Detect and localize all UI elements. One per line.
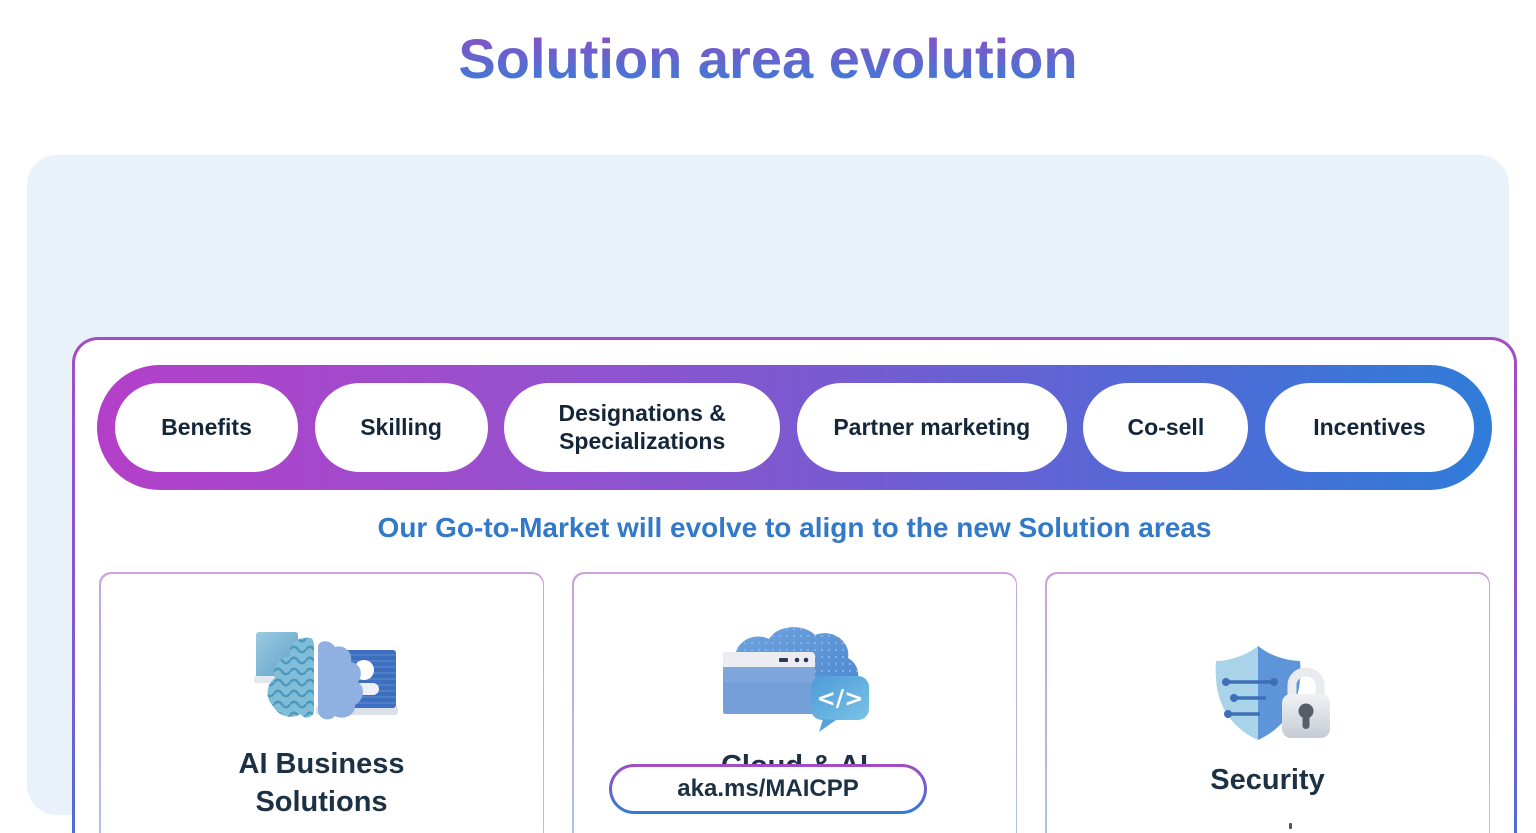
gtm-subtitle: Our Go-to-Market will evolve to align to… xyxy=(377,512,1212,543)
solution-card-ai-business: AI Business Solutions xyxy=(99,572,544,833)
program-pill-label: Skilling xyxy=(360,413,442,440)
program-pill-partner-marketing: Partner marketing xyxy=(796,383,1067,472)
inner-panel-content: Benefits Skilling Designations & Special… xyxy=(75,340,1514,833)
program-pill-label: Partner marketing xyxy=(833,413,1031,440)
cloud-code-icon: </> xyxy=(722,627,869,733)
program-pill-label: Designations & Specializations xyxy=(558,400,726,454)
cursor-artifact xyxy=(1289,823,1292,829)
brain-badge-icon xyxy=(253,632,398,720)
svg-text:</>: </> xyxy=(816,686,863,712)
aka-link-text[interactable]: aka.ms/MAICPP xyxy=(612,767,924,811)
inner-panel: Benefits Skilling Designations & Special… xyxy=(72,337,1517,833)
program-pill-skilling: Skilling xyxy=(314,383,488,472)
program-pill-benefits: Benefits xyxy=(115,383,298,472)
page-title: Solution area evolution xyxy=(0,26,1536,91)
program-pill-label: Incentives xyxy=(1313,413,1426,440)
solution-card-security: Security xyxy=(1045,572,1490,833)
solution-card-label: AI Business Solutions xyxy=(238,748,405,818)
aka-link-pill[interactable]: aka.ms/MAICPP xyxy=(609,764,927,814)
program-pill-label: Benefits xyxy=(161,413,252,440)
program-pill-label: Co-sell xyxy=(1127,413,1205,440)
program-pill-designations: Designations & Specializations xyxy=(504,383,781,472)
outer-panel: Benefits Skilling Designations & Special… xyxy=(27,155,1517,833)
program-pill-co-sell: Co-sell xyxy=(1083,383,1249,472)
program-pill-incentives: Incentives xyxy=(1264,383,1474,472)
shield-lock-icon xyxy=(1215,646,1330,741)
solution-card-label: Security xyxy=(1210,764,1325,797)
program-gradient-bar: Benefits Skilling Designations & Special… xyxy=(97,365,1492,490)
solution-cards-row: AI Business Solutions xyxy=(99,572,1490,833)
